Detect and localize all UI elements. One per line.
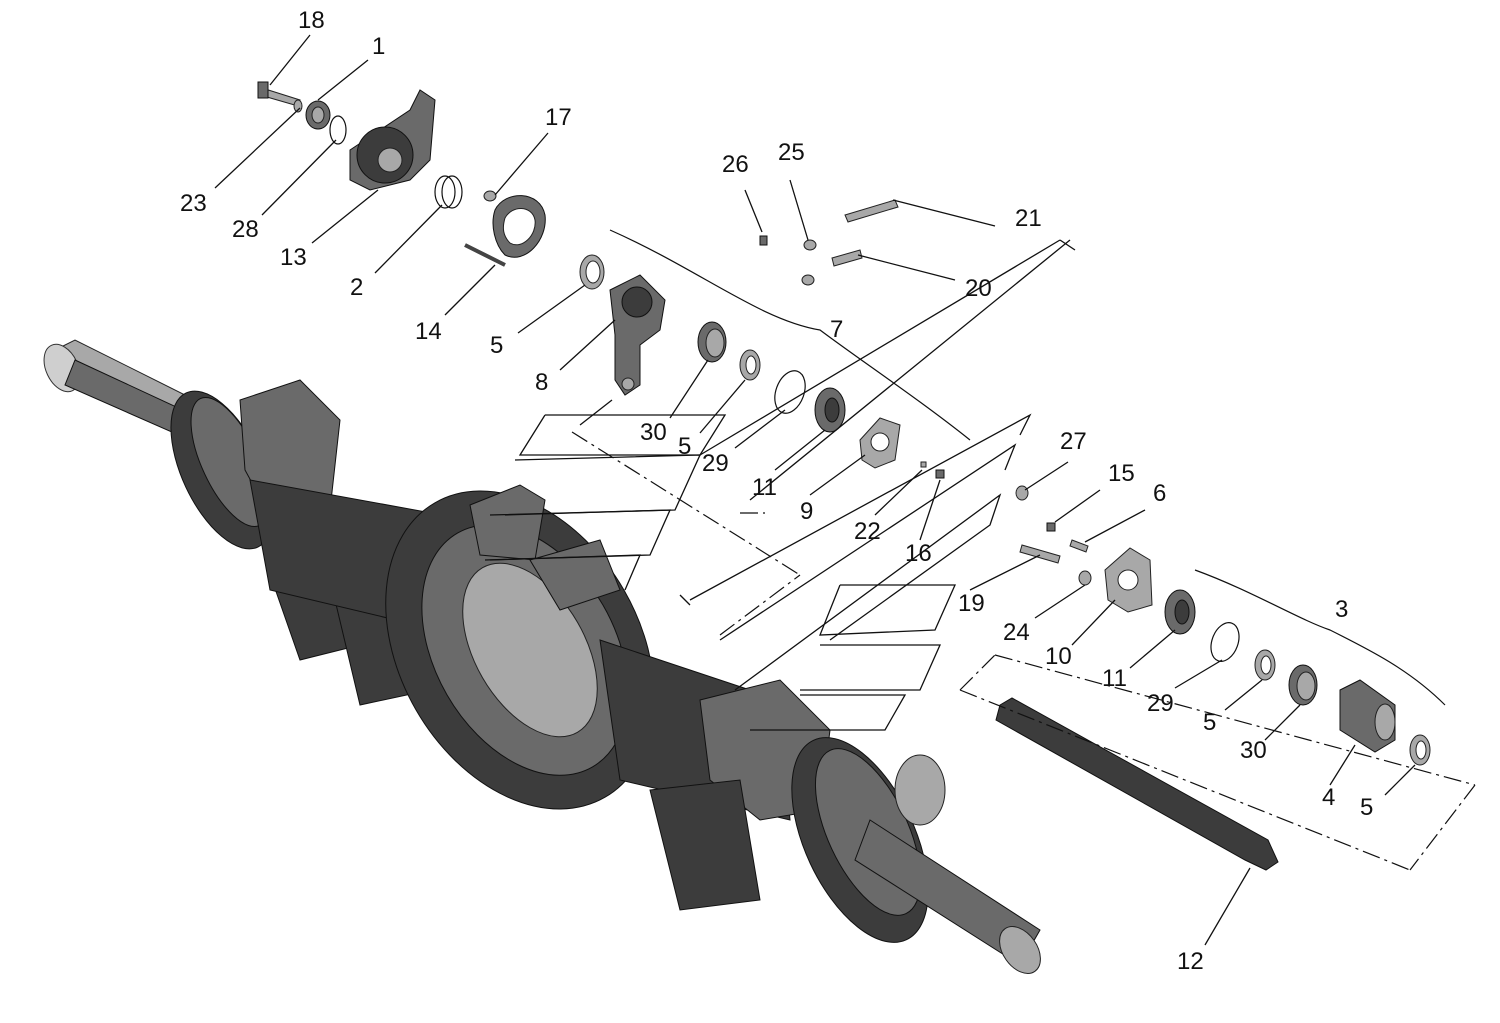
callout-30-upper: 30 [640,419,667,446]
callout-leaders [214,34,1416,946]
callout-2: 2 [350,274,364,301]
callout-5-upper-a: 5 [490,332,504,359]
callout-22: 22 [854,518,881,545]
callout-21: 21 [1015,205,1042,232]
lower-right-parts [995,485,1431,871]
callout-25: 25 [778,139,805,166]
callout-5-upper-b: 5 [678,433,692,460]
callout-9: 9 [800,498,814,525]
callout-1: 1 [372,33,386,60]
callout-8: 8 [535,369,549,396]
group-bracket-7 [609,229,971,441]
callout-5-lower-b: 5 [1360,794,1374,821]
callout-6: 6 [1153,480,1167,507]
callout-28: 28 [232,216,259,243]
callout-10: 10 [1045,643,1072,670]
callout-11-lower: 11 [1102,665,1127,692]
dashed-centre-lines [571,431,1476,871]
callout-4: 4 [1322,784,1336,811]
callout-24: 24 [1003,619,1030,646]
group-bracket-3 [1194,569,1446,706]
callout-18: 18 [298,7,325,34]
callout-27: 27 [1060,428,1087,455]
callout-5-lower-a: 5 [1203,709,1217,736]
callout-14: 14 [415,318,442,345]
leader-guides [484,239,1076,731]
callout-26: 26 [722,151,749,178]
callout-30-lower: 30 [1240,737,1267,764]
callout-29-upper: 29 [702,450,729,477]
callout-3: 3 [1335,596,1349,623]
callout-13: 13 [280,244,307,271]
callout-23: 23 [180,190,207,217]
callout-19: 19 [958,590,985,617]
callout-29-lower: 29 [1147,690,1174,717]
callout-7: 7 [830,316,844,343]
callout-15: 15 [1108,460,1135,487]
callout-17: 17 [545,104,572,131]
axle-housing [43,339,1041,974]
callout-11-upper: 11 [752,474,777,501]
callout-16: 16 [905,540,932,567]
callout-20: 20 [965,275,992,302]
callout-12: 12 [1177,948,1204,975]
